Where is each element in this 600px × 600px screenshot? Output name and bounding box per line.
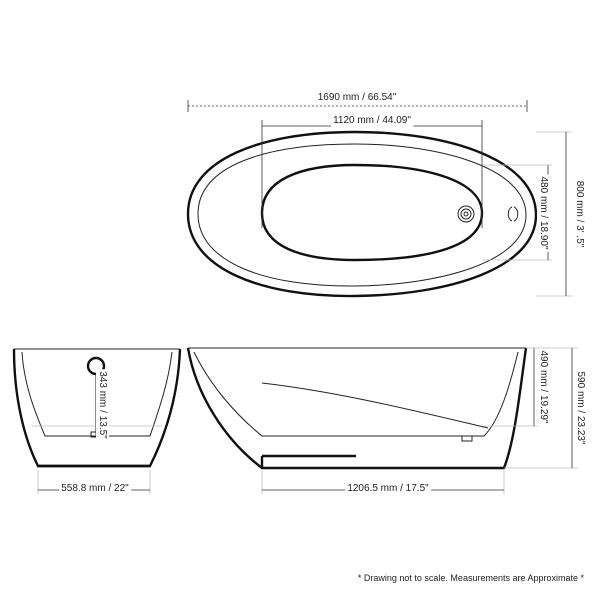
footnote: * Drawing not to scale. Measurements are… [358, 573, 585, 583]
top-view-basin [260, 163, 484, 262]
overall-length-dimension-line [187, 100, 528, 112]
end-view: 343 mm / 13.5" 558.8 mm / 22" [12, 348, 182, 495]
label-backing [345, 482, 432, 495]
label-backing [537, 174, 550, 252]
label-backing [537, 348, 550, 426]
top-view: 1690 mm / 66.54" 1120 mm / 44.09" 800 mm… [186, 91, 586, 298]
side-view-inner-basin [193, 351, 519, 437]
drain-height-label: 343 mm / 13.5" [97, 371, 108, 439]
inner-width-label: 480 mm / 18.90" [538, 176, 549, 249]
label-backing [315, 91, 399, 104]
label-backing [574, 369, 587, 447]
side-view-base-plinth [260, 454, 356, 468]
drain-icon [457, 205, 475, 223]
overall-height-dimension-line [504, 347, 578, 469]
overall-length-label: 1690 mm / 66.54" [318, 92, 397, 103]
base-width-label: 558.8 mm / 22" [61, 483, 129, 494]
inner-depth-label: 490 mm / 19.29" [538, 350, 549, 423]
top-view-inner-rim [197, 143, 527, 287]
label-backing [96, 369, 109, 442]
overall-width-dimension-line [536, 131, 572, 297]
label-backing [59, 482, 132, 495]
side-view-outer-shell [186, 347, 528, 470]
side-view: 490 mm / 19.29" 590 mm / 23.23" 1206.5 m… [186, 347, 587, 495]
side-view-contour-curve [261, 382, 489, 429]
inner-length-label: 1120 mm / 44.09" [333, 115, 411, 126]
inner-depth-dimension-line [484, 348, 540, 427]
base-length-label: 1206.5 mm / 17.5" [347, 483, 429, 494]
label-backing [573, 178, 586, 250]
overflow-icon [507, 206, 519, 222]
label-backing [331, 114, 414, 127]
overall-width-label: 800 mm / 3' .5" [574, 181, 585, 248]
top-view-outer-rim [186, 130, 538, 298]
overall-height-label: 590 mm / 23.23" [575, 371, 586, 444]
